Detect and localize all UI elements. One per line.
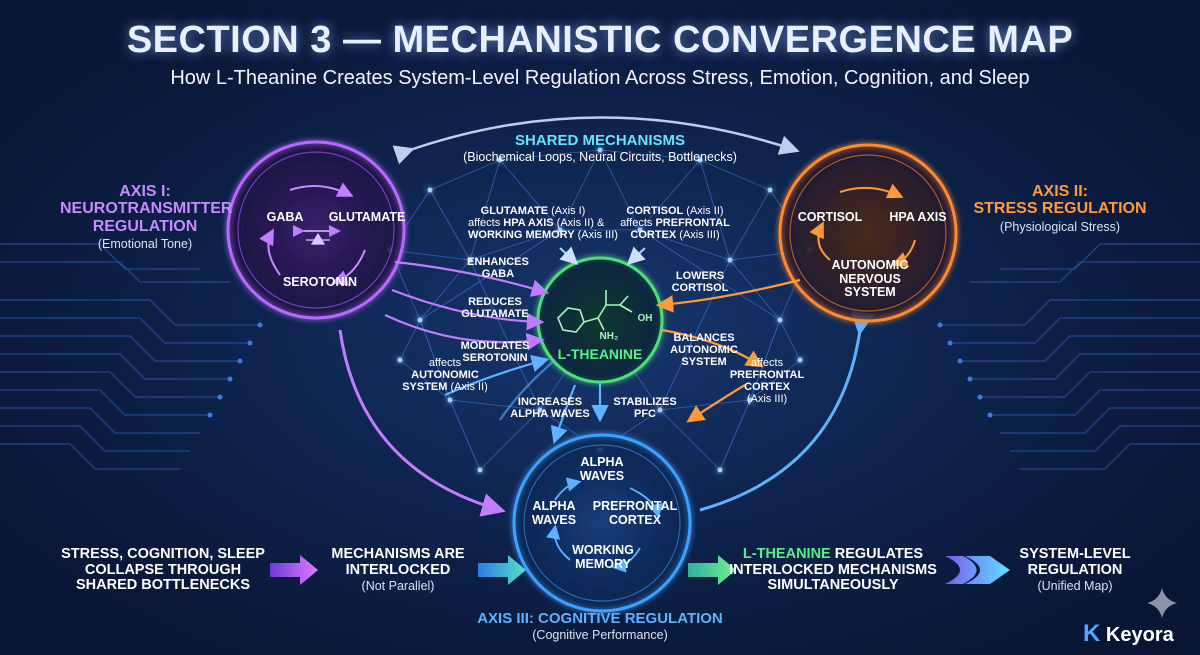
arc-left: [338, 329, 506, 517]
flow-arrow-3: [688, 555, 736, 585]
arrow-lowers-cortisol: [655, 278, 801, 313]
flow-step-3: L-THEANINE REGULATES INTERLOCKED MECHANI…: [729, 546, 937, 594]
axis2-label: AXIS II:STRESS REGULATION: [973, 183, 1147, 218]
note-glutamate-cross-axis: GLUTAMATE (Axis I) affects HPA AXIS (Axi…: [468, 205, 618, 241]
shared-mechanisms-title: SHARED MECHANISMS: [514, 132, 685, 149]
sparkle-icon: [1147, 588, 1177, 618]
axis3-label: AXIS III: COGNITIVE REGULATION: [477, 610, 723, 627]
circuit-nodes: [207, 322, 993, 418]
circuit-lines-right: [940, 243, 1200, 470]
arrow-enhances-gaba: [394, 260, 550, 297]
arc-right: [699, 310, 875, 512]
page-subtitle: How L-Theanine Creates System-Level Regu…: [170, 67, 1030, 89]
flow-arrow-2: [478, 555, 526, 585]
center-nh2: NH₂: [599, 331, 619, 342]
axis3-sublabel: (Cognitive Performance): [532, 628, 668, 642]
label-affects-prefrontal: affects PREFRONTAL CORTEX (Axis III): [729, 357, 805, 405]
node-cortisol: CORTISOL: [797, 210, 863, 224]
note-cortisol-cross-axis: CORTISOL (Axis II) affects PREFRONTAL CO…: [620, 205, 730, 241]
flow-arrow-1: [270, 555, 318, 585]
arrow-center-up-left: [499, 359, 556, 421]
arrow-reduces-glutamate: [391, 288, 545, 331]
axis3-circle: [512, 433, 692, 613]
axis2-sublabel: (Physiological Stress): [999, 220, 1121, 234]
page-title: SECTION 3 — MECHANISTIC CONVERGENCE MAP: [126, 19, 1074, 61]
arc-top: [392, 116, 800, 165]
flow-arrow-4: [945, 556, 1010, 584]
node-glutamate: GLUTAMATE: [328, 210, 406, 224]
node-gaba: GABA: [266, 210, 304, 224]
arrow-affects-auto: [444, 354, 550, 397]
arrow-modulates-serotonin: [384, 314, 545, 351]
circuit-lines-left: [0, 243, 260, 470]
center-label: L-THEANINE: [557, 346, 643, 362]
axis2-circle: [778, 143, 958, 323]
label-affects-autonomic: affects AUTONOMIC SYSTEM (Axis II): [402, 357, 488, 393]
arrow-increases-alpha: [550, 384, 577, 445]
arrow-from-cortisol-note: [626, 246, 646, 266]
molecule-structure-icon: [557, 290, 633, 333]
axis1-circle: [226, 140, 406, 320]
node-serotonin: SEROTONIN: [282, 275, 358, 289]
node-hpa-axis: HPA AXIS: [889, 210, 947, 224]
center-oh: OH: [637, 313, 653, 324]
brand-logo: K Keyora: [1083, 620, 1174, 647]
brand-k-icon: K: [1083, 620, 1101, 647]
axis1-sublabel: (Emotional Tone): [97, 237, 193, 251]
arrow-balances-autonomic: [661, 328, 764, 368]
arrow-affects-pfc: [686, 384, 746, 423]
shared-mechanisms-subtitle: (Biochemical Loops, Neural Circuits, Bot…: [463, 150, 737, 164]
arrow-from-glutamate-note: [559, 246, 579, 266]
